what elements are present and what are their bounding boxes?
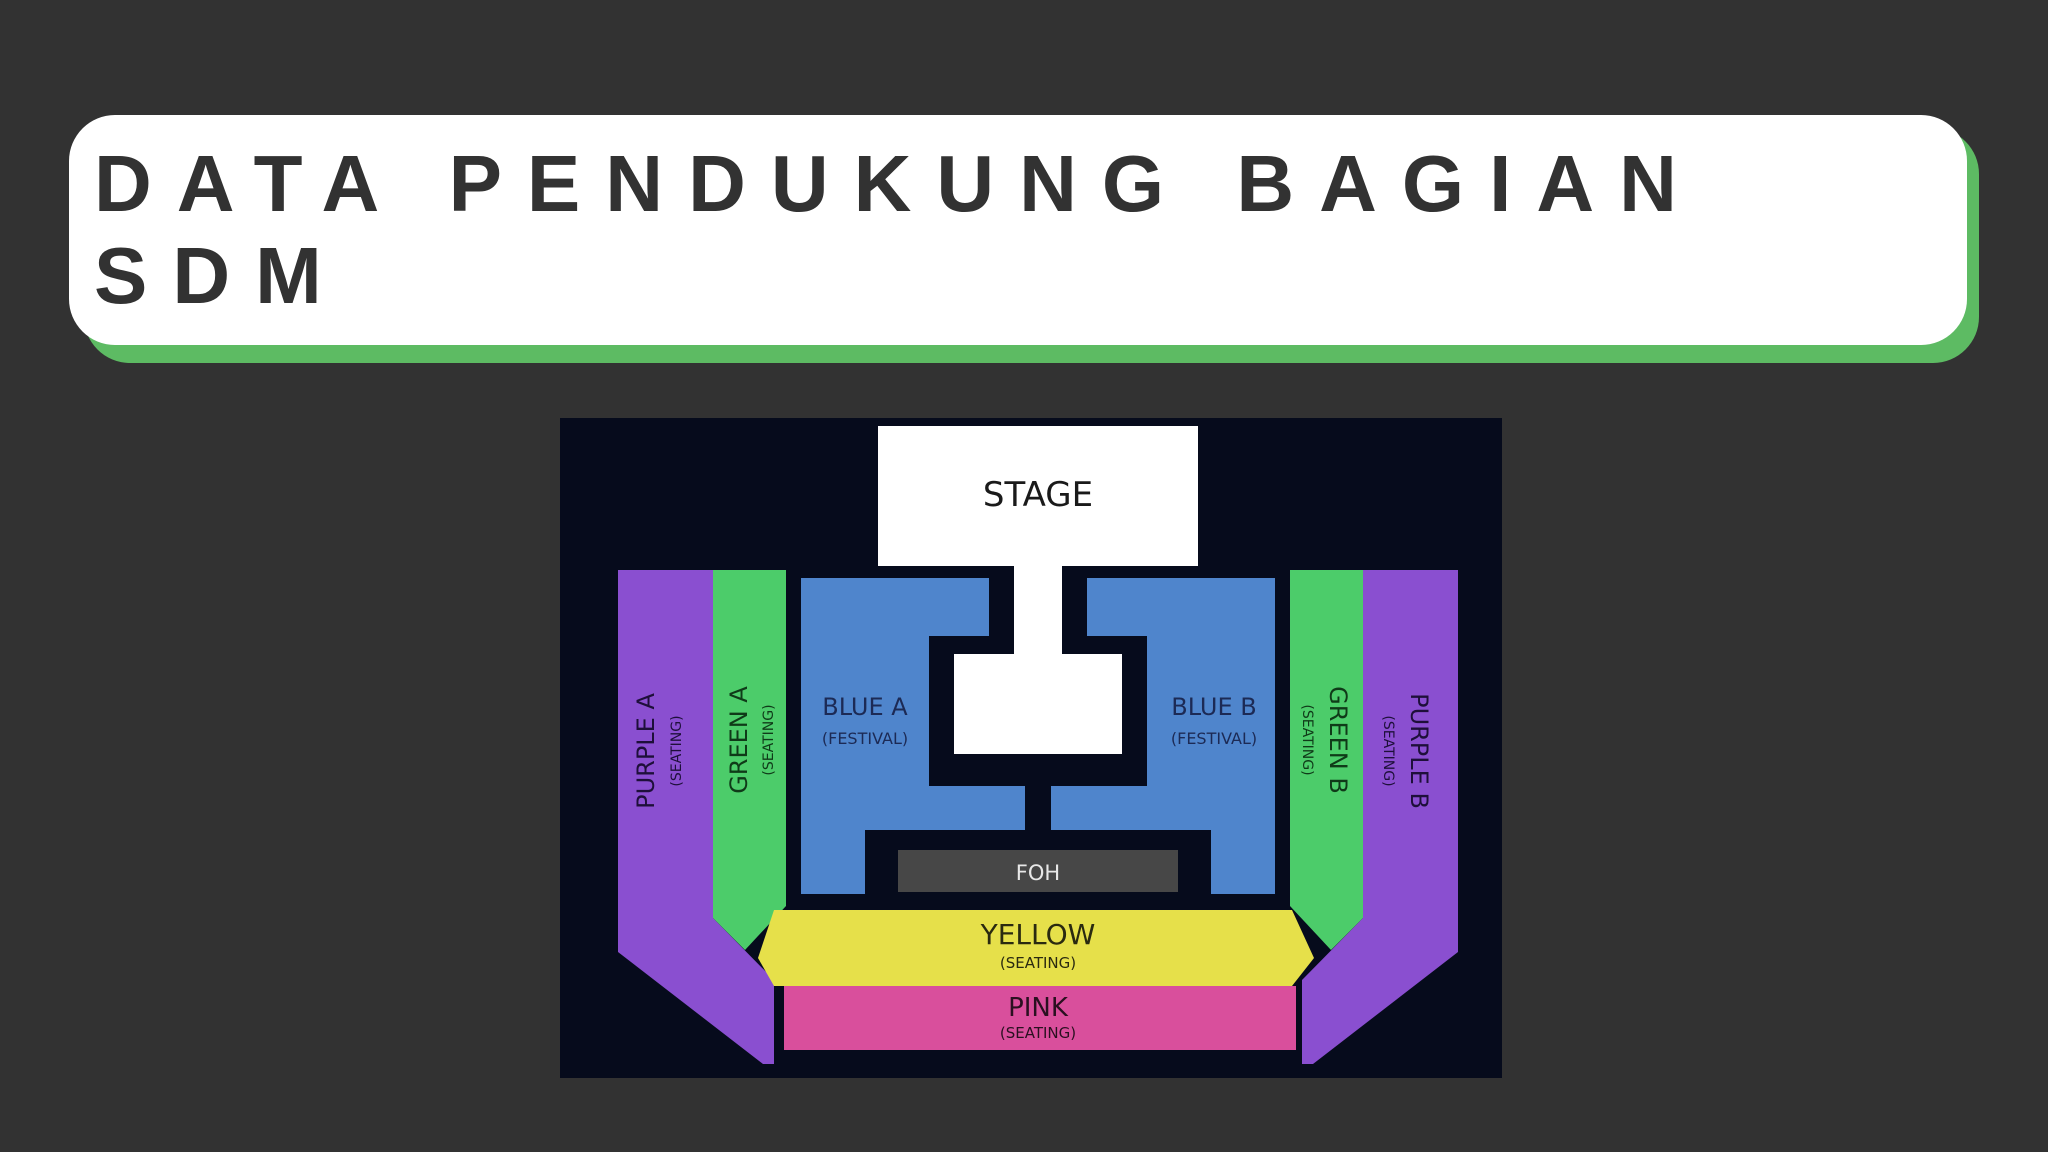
title-banner: DATA PENDUKUNG BAGIAN SDM [69,115,1967,345]
pink-type: (SEATING) [1000,1024,1076,1042]
section-blue-a[interactable] [801,578,1025,894]
green-a-label: GREEN A [725,686,753,794]
section-yellow[interactable] [758,910,1314,986]
section-green-b[interactable] [1290,570,1363,950]
blue-b-type: (FESTIVAL) [1171,729,1257,748]
purple-a-label: PURPLE A [632,693,660,809]
green-b-label: GREEN B [1324,686,1352,794]
section-purple-a[interactable] [618,570,774,1064]
stage[interactable] [878,426,1198,754]
section-green-a[interactable] [713,570,786,950]
foh-booth[interactable] [898,850,1178,892]
blue-a-label: BLUE A [822,693,908,721]
purple-b-type: (SEATING) [1380,715,1396,786]
seating-map-svg: STAGE FOH BLUE A (FESTIVAL) BLUE B (FEST… [560,418,1502,1078]
section-pink[interactable] [784,986,1296,1050]
blue-a-type: (FESTIVAL) [822,729,908,748]
green-b-type: (SEATING) [1299,704,1315,775]
purple-a-type: (SEATING) [669,715,685,786]
yellow-label: YELLOW [980,918,1096,951]
pink-label: PINK [1008,993,1069,1023]
section-purple-b[interactable] [1302,570,1458,1064]
section-blue-b[interactable] [1051,578,1275,894]
blue-b-label: BLUE B [1171,693,1256,721]
green-a-type: (SEATING) [761,704,777,775]
yellow-type: (SEATING) [1000,954,1076,972]
page-title: DATA PENDUKUNG BAGIAN SDM [94,139,1702,320]
purple-b-label: PURPLE B [1405,693,1433,809]
stage-label: STAGE [983,475,1093,515]
foh-label: FOH [1016,861,1060,885]
venue-seating-map: STAGE FOH BLUE A (FESTIVAL) BLUE B (FEST… [560,418,1502,1078]
